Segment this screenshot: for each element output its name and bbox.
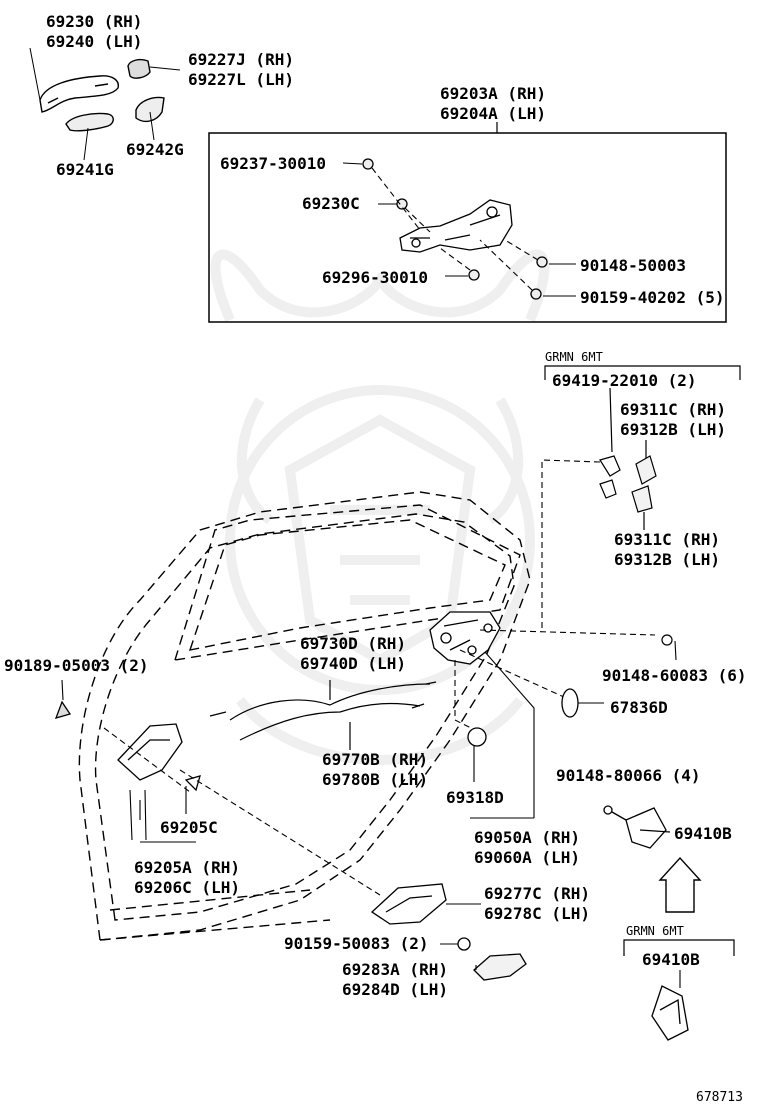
label-cable-lower-rh: 69770B (RH) (322, 750, 428, 769)
label-handle-cap-rh: 69227J (RH) (188, 50, 294, 69)
label-grmn-top: GRMN 6MT (545, 350, 603, 364)
label-inner-cover: 69283A (RH) 69284D (LH) (342, 960, 448, 1000)
grommet (561, 688, 579, 718)
cables (209, 680, 437, 750)
label-69241g: 69241G (56, 160, 114, 179)
label-69419: 69419-22010 (2) (552, 371, 697, 390)
label-handle-cap: 69227J (RH) 69227L (LH) (188, 50, 294, 90)
label-cable-upper: 69730D (RH) 69740D (LH) (300, 634, 406, 674)
striker-grmn (651, 985, 689, 1041)
grmn-bracket-top (544, 365, 741, 380)
label-handle-cap-lh: 69227L (LH) (188, 70, 294, 89)
label-cable-upper-rh: 69730D (RH) (300, 634, 406, 653)
label-inner-cover-lh: 69284D (LH) (342, 980, 448, 999)
label-inner-handle: 69277C (RH) 69278C (LH) (484, 884, 590, 924)
label-handle-outer-lh: 69240 (LH) (46, 32, 143, 51)
label-cover-lower: 69311C (RH) 69312B (LH) (614, 530, 720, 570)
label-90148-50003: 90148-50003 (580, 256, 686, 275)
label-lock-assy-rh: 69050A (RH) (474, 828, 580, 847)
label-inner-handle-lh: 69278C (LH) (484, 904, 590, 923)
label-frame-assy-rh: 69203A (RH) (440, 84, 546, 103)
label-69230c: 69230C (302, 194, 360, 213)
label-inner-handle-rh: 69277C (RH) (484, 884, 590, 903)
label-90159-50083: 90159-50083 (2) (284, 934, 429, 953)
label-69410b-top: 69410B (674, 824, 732, 843)
label-lock-rod-rh: 69205A (RH) (134, 858, 240, 877)
label-90189: 90189-05003 (2) (4, 656, 149, 675)
label-frame-assy: 69203A (RH) 69204A (LH) (440, 84, 546, 124)
label-90148-60083: 90148-60083 (6) (602, 666, 747, 685)
label-90159-40202: 90159-40202 (5) (580, 288, 725, 307)
grmn-bracket-bottom (623, 939, 735, 956)
label-cover-lower-lh: 69312B (LH) (614, 550, 720, 569)
label-90148-80066: 90148-80066 (4) (556, 766, 701, 785)
label-69318d: 69318D (446, 788, 504, 807)
label-69296: 69296-30010 (322, 268, 428, 287)
label-frame-assy-lh: 69204A (LH) (440, 104, 546, 123)
label-69205c: 69205C (160, 818, 218, 837)
frame-assembly-box (208, 132, 727, 323)
label-handle-outer: 69230 (RH) 69240 (LH) (46, 12, 142, 52)
label-cable-lower: 69770B (RH) 69780B (LH) (322, 750, 428, 790)
handle-gasket-g (135, 96, 165, 123)
label-cover-lower-rh: 69311C (RH) (614, 530, 720, 549)
label-69410b-bottom: 69410B (642, 950, 700, 969)
label-69237: 69237-30010 (220, 154, 326, 173)
up-arrow (658, 856, 702, 913)
label-lock-assy-lh: 69060A (LH) (474, 848, 580, 867)
outer-handle-group (29, 47, 181, 161)
lock-mechanism (429, 611, 501, 665)
label-handle-outer-rh: 69230 (RH) (46, 12, 143, 31)
label-inner-cover-rh: 69283A (RH) (342, 960, 448, 979)
door-body (78, 491, 531, 941)
clip-covers (599, 387, 657, 530)
handle-gasket-b (65, 112, 114, 132)
label-cover-upper-rh: 69311C (RH) (620, 400, 726, 419)
striker (603, 805, 671, 849)
cap-69318d (467, 727, 487, 747)
label-lock-assy: 69050A (RH) 69060A (LH) (474, 828, 580, 868)
watermark-emblem (210, 249, 550, 765)
label-lock-rod: 69205A (RH) 69206C (LH) (134, 858, 240, 898)
label-cover-upper-lh: 69312B (LH) (620, 420, 726, 439)
label-grmn-bottom: GRMN 6MT (626, 924, 684, 938)
frame-bracket (362, 158, 548, 300)
inner-handle (370, 883, 527, 981)
label-cover-upper: 69311C (RH) 69312B (LH) (620, 400, 726, 440)
label-67836d: 67836D (610, 698, 668, 717)
handle-cap (127, 58, 151, 79)
figure-number: 678713 (696, 1090, 743, 1105)
label-lock-rod-lh: 69206C (LH) (134, 878, 240, 897)
label-cable-upper-lh: 69740D (LH) (300, 654, 406, 673)
label-cable-lower-lh: 69780B (LH) (322, 770, 428, 789)
outer-handle (39, 75, 119, 113)
label-69242g: 69242G (126, 140, 184, 159)
lock-rod-bracket (54, 700, 201, 792)
